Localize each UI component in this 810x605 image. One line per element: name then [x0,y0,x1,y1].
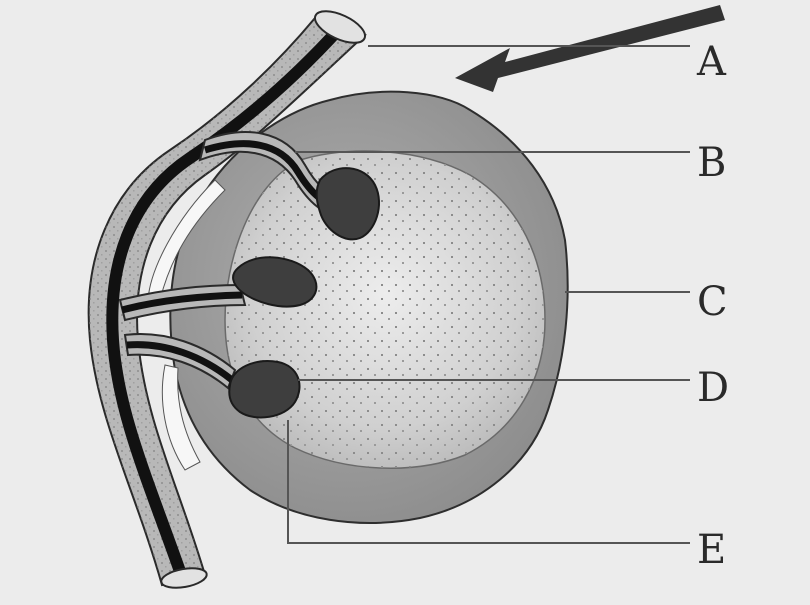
label-e: E [697,530,726,570]
label-a: A [697,42,726,82]
cluster-lower [229,361,299,417]
inner-body-dots [225,151,545,468]
label-b: B [697,143,726,183]
label-c: C [697,282,728,322]
direction-arrow-icon [455,5,725,92]
label-d: D [697,368,729,408]
